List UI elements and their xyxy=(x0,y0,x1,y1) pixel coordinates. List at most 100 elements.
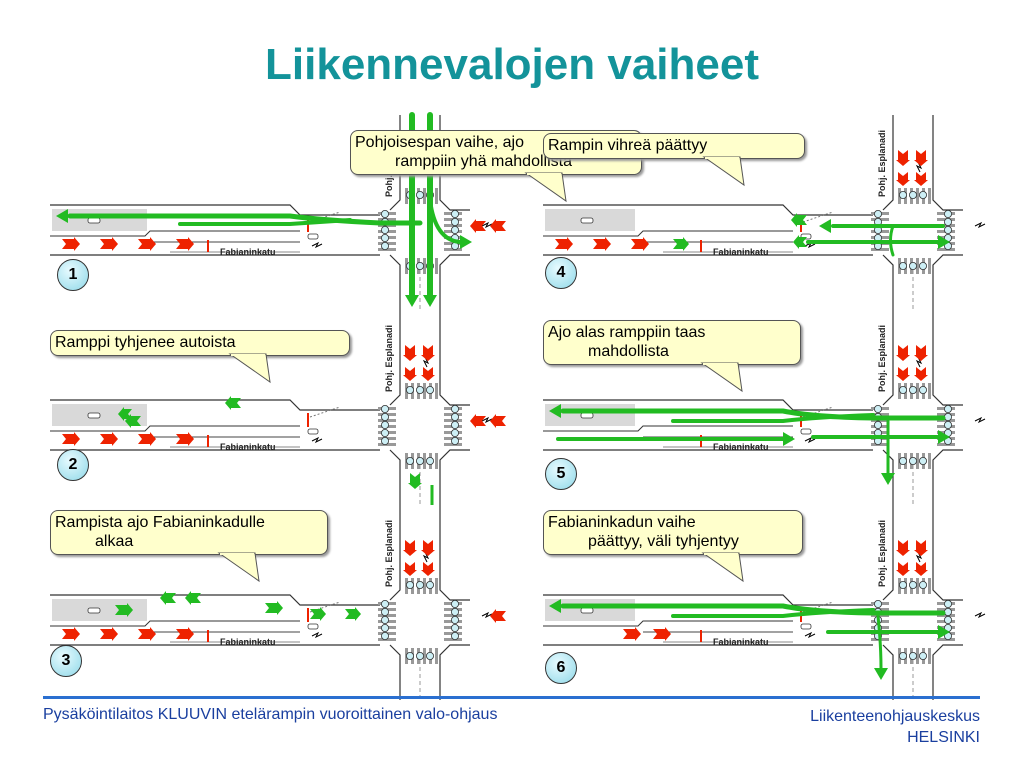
flow-arrowhead xyxy=(549,404,561,418)
phase-number-badge: 6 xyxy=(545,652,577,684)
callout-tail-shape xyxy=(701,552,744,583)
signal-head xyxy=(380,405,389,414)
phase-number-badge: 2 xyxy=(57,449,89,481)
crosswalk-stripe xyxy=(423,648,426,664)
crosswalk-stripe xyxy=(435,578,438,594)
crosswalk-stripe xyxy=(444,248,462,251)
signal-head xyxy=(380,600,389,609)
ramp-entry-flow xyxy=(671,413,875,423)
footer-organization: Liikenteenohjauskeskus xyxy=(810,708,980,725)
footer-city: HELSINKI xyxy=(907,729,980,746)
crosswalk-stripe xyxy=(444,638,462,641)
pedestrian-symbol xyxy=(804,631,816,639)
phase-number-badge: 1 xyxy=(57,259,89,291)
road-edge xyxy=(932,310,963,406)
flow-arrowhead xyxy=(783,432,795,446)
signal-head xyxy=(898,262,907,271)
signal-head xyxy=(943,218,952,227)
moving-vehicle-arrow xyxy=(791,213,807,227)
crosswalk-stripe xyxy=(916,648,919,664)
callout-text-continued: alkaa xyxy=(95,533,134,550)
ramp-separator xyxy=(50,230,300,237)
signal-head xyxy=(450,624,459,633)
callout-tail xyxy=(702,156,745,187)
crosswalk-stripe xyxy=(871,443,889,446)
signal-head xyxy=(898,580,907,589)
moving-vehicle-arrow xyxy=(225,396,241,410)
queued-vehicle-arrow xyxy=(896,562,910,576)
moving-vehicle-arrow xyxy=(160,591,176,605)
queued-vehicle-arrow xyxy=(490,609,506,623)
road-edge xyxy=(50,204,380,216)
pedestrian-symbol xyxy=(422,356,430,368)
signal-head xyxy=(943,600,952,609)
queued-vehicle-arrow xyxy=(403,562,417,576)
footer-right-text: Liikenteenohjauskeskus HELSINKI xyxy=(810,706,980,748)
signal-head xyxy=(873,600,882,609)
callout-tail xyxy=(217,552,260,583)
page-title: Liikennevalojen vaiheet xyxy=(265,40,759,89)
crosswalk-stripe xyxy=(444,419,462,422)
callout-tail-shape xyxy=(228,353,271,384)
signal-head xyxy=(450,632,459,641)
signal-head xyxy=(908,580,917,589)
detector xyxy=(307,428,319,435)
signal-head xyxy=(450,600,459,609)
crosswalk-stripe xyxy=(928,188,931,204)
phase-callout: Ramppi tyhjenee autoista xyxy=(50,330,350,356)
queued-vehicle-arrow xyxy=(138,432,156,446)
signal-head xyxy=(873,405,882,414)
phase-callout: Rampin vihreä päättyy xyxy=(543,133,805,159)
crosswalk-stripe xyxy=(378,419,396,422)
flow-arrowhead xyxy=(460,235,472,249)
intersection-diagram xyxy=(543,310,986,505)
signal-head xyxy=(380,616,389,625)
crosswalk-stripe xyxy=(871,248,889,251)
flow-arrowhead xyxy=(874,668,888,680)
pedestrian-symbol xyxy=(422,551,430,563)
road-edge xyxy=(932,115,963,211)
crosswalk-stripe xyxy=(928,258,931,274)
signal-head xyxy=(943,226,952,235)
pedestrian-symbol xyxy=(915,551,923,563)
esplanadi-label: Pohj. Esplanadi xyxy=(877,324,887,392)
crosswalk-stripe xyxy=(444,614,462,617)
road-edge xyxy=(439,505,470,601)
intersection-diagram xyxy=(543,115,986,310)
road-edge xyxy=(543,399,873,411)
callout-text: Ajo alas ramppiin taas xyxy=(548,324,706,341)
queued-vehicle-arrow xyxy=(470,219,486,233)
signal-head xyxy=(918,652,927,661)
callout-text-continued: mahdollista xyxy=(588,343,669,360)
crosswalk-stripe xyxy=(928,383,931,399)
ramp-separator xyxy=(50,620,300,627)
road-edge xyxy=(882,115,894,211)
signal-head xyxy=(405,457,414,466)
signal-head xyxy=(918,190,927,199)
fabianinkatu-label: Fabianinkatu xyxy=(220,637,276,647)
crosswalk-stripe xyxy=(937,614,955,617)
crosswalk-stripe xyxy=(937,224,955,227)
callout-tail xyxy=(701,552,744,583)
signal-head xyxy=(450,616,459,625)
moving-vehicle-arrow xyxy=(793,235,807,249)
pedestrian-symbol xyxy=(804,241,816,249)
ramp-entry-flow xyxy=(671,608,875,618)
crosswalk-stripe xyxy=(916,453,919,469)
signal-head xyxy=(415,385,424,394)
pedestrian-symbol xyxy=(915,356,923,368)
queued-vehicle-arrow xyxy=(62,237,80,251)
queued-vehicle-arrow xyxy=(421,562,435,576)
signal-head xyxy=(918,580,927,589)
signal-head xyxy=(450,421,459,430)
signal-head xyxy=(380,437,389,446)
pedestrian-symbol xyxy=(311,631,323,639)
signal-head xyxy=(908,457,917,466)
esplanadi-label: Pohj. Esplanadi xyxy=(384,324,394,392)
queued-vehicle-arrow xyxy=(914,540,928,556)
queued-vehicle-arrow xyxy=(62,627,80,641)
road-edge xyxy=(543,204,873,216)
detector xyxy=(580,607,594,614)
queued-vehicle-arrow xyxy=(896,540,910,556)
moving-vehicle-arrow xyxy=(265,601,283,615)
